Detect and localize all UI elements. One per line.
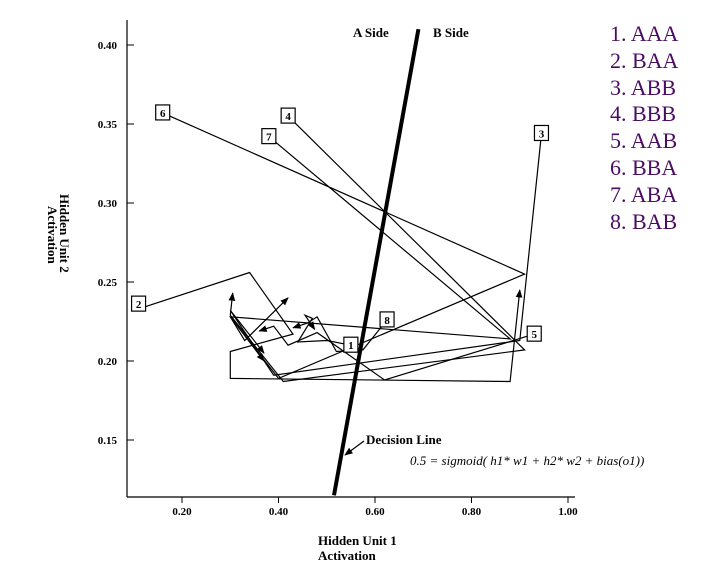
trajectory-label-box bbox=[379, 311, 395, 328]
legend-entry: 8. BAB bbox=[610, 209, 677, 234]
y-tick-label: 0.30 bbox=[98, 198, 118, 210]
trajectory-label-text: 3 bbox=[539, 128, 545, 140]
x-tick-label: 0.40 bbox=[269, 506, 289, 518]
trajectory-label-box bbox=[261, 128, 277, 145]
trajectory-label-text: 5 bbox=[531, 329, 537, 341]
y-ticks: 0.15 0.20 0.25 0.30 0.35 0.40 bbox=[98, 40, 134, 447]
legend-entry: 5. AAB bbox=[610, 128, 677, 153]
y-tick-label: 0.40 bbox=[98, 40, 118, 52]
legend-entry: 2. BAA bbox=[610, 48, 679, 73]
decision-formula: 0.5 = sigmoid( h1* w1 + h2* w2 + bias(o1… bbox=[410, 453, 644, 468]
trajectory-label-text: 1 bbox=[348, 340, 354, 352]
y-tick-label: 0.35 bbox=[98, 119, 118, 131]
y-axis-title: Hidden Unit 2 Activation bbox=[45, 194, 72, 273]
a-side-label: A Side bbox=[353, 25, 389, 40]
trajectory-label-text: 7 bbox=[266, 132, 272, 144]
legend-entry: 1. AAA bbox=[610, 21, 679, 46]
trajectory-label-text: 8 bbox=[384, 315, 390, 327]
y-axis-title-line1: Hidden Unit 2 bbox=[57, 194, 72, 273]
trajectory-label-text: 6 bbox=[160, 108, 166, 120]
x-axis-title-line2: Activation bbox=[318, 548, 377, 563]
x-ticks: 0.20 0.40 0.60 0.80 1.00 bbox=[172, 497, 578, 518]
trajectory-series-8 bbox=[292, 315, 388, 353]
b-side-label: B Side bbox=[433, 25, 469, 40]
trajectory-label-text: 2 bbox=[136, 299, 142, 311]
y-tick-label: 0.20 bbox=[98, 356, 118, 368]
trajectory-label-box bbox=[533, 124, 550, 142]
trajectory-series-4 bbox=[228, 115, 526, 383]
trajectory-label-box bbox=[280, 107, 296, 124]
x-tick-label: 1.00 bbox=[558, 506, 578, 518]
legend-entry: 6. BBA bbox=[610, 155, 677, 180]
trajectory-series-3 bbox=[229, 133, 543, 376]
x-tick-label: 0.80 bbox=[462, 506, 482, 518]
trajectory-series-2 bbox=[143, 271, 523, 383]
trajectory-label-box bbox=[130, 295, 147, 312]
trajectory-series-5 bbox=[258, 325, 535, 381]
legend-entry: 3. ABB bbox=[610, 75, 676, 100]
decision-line bbox=[332, 28, 421, 496]
decision-line-label: Decision Line bbox=[366, 432, 442, 447]
x-axis-title-line1: Hidden Unit 1 bbox=[318, 533, 397, 548]
x-tick-label: 0.60 bbox=[365, 506, 385, 518]
y-tick-label: 0.15 bbox=[98, 435, 118, 447]
y-tick-label: 0.25 bbox=[98, 277, 118, 289]
x-tick-label: 0.20 bbox=[172, 506, 192, 518]
trajectory-label-box bbox=[343, 336, 359, 353]
decision-line-pointer bbox=[344, 440, 365, 456]
legend: 1. AAA 2. BAA 3. ABB 4. BBB 5. AAB 6. BB… bbox=[610, 21, 679, 234]
trajectory-labels: 6 2 3 4 7 5 8 1 bbox=[130, 104, 550, 353]
y-axis-title-line2: Activation bbox=[45, 206, 60, 265]
trajectory-label-box bbox=[526, 325, 542, 342]
trajectory-label-text: 4 bbox=[285, 111, 291, 123]
trajectory-series-1 bbox=[296, 313, 352, 346]
trajectory-series-7 bbox=[229, 136, 512, 342]
legend-entry: 4. BBB bbox=[610, 101, 676, 126]
legend-entry: 7. ABA bbox=[610, 182, 677, 207]
trajectory-lines bbox=[143, 112, 543, 383]
trajectory-label-box bbox=[155, 104, 171, 121]
